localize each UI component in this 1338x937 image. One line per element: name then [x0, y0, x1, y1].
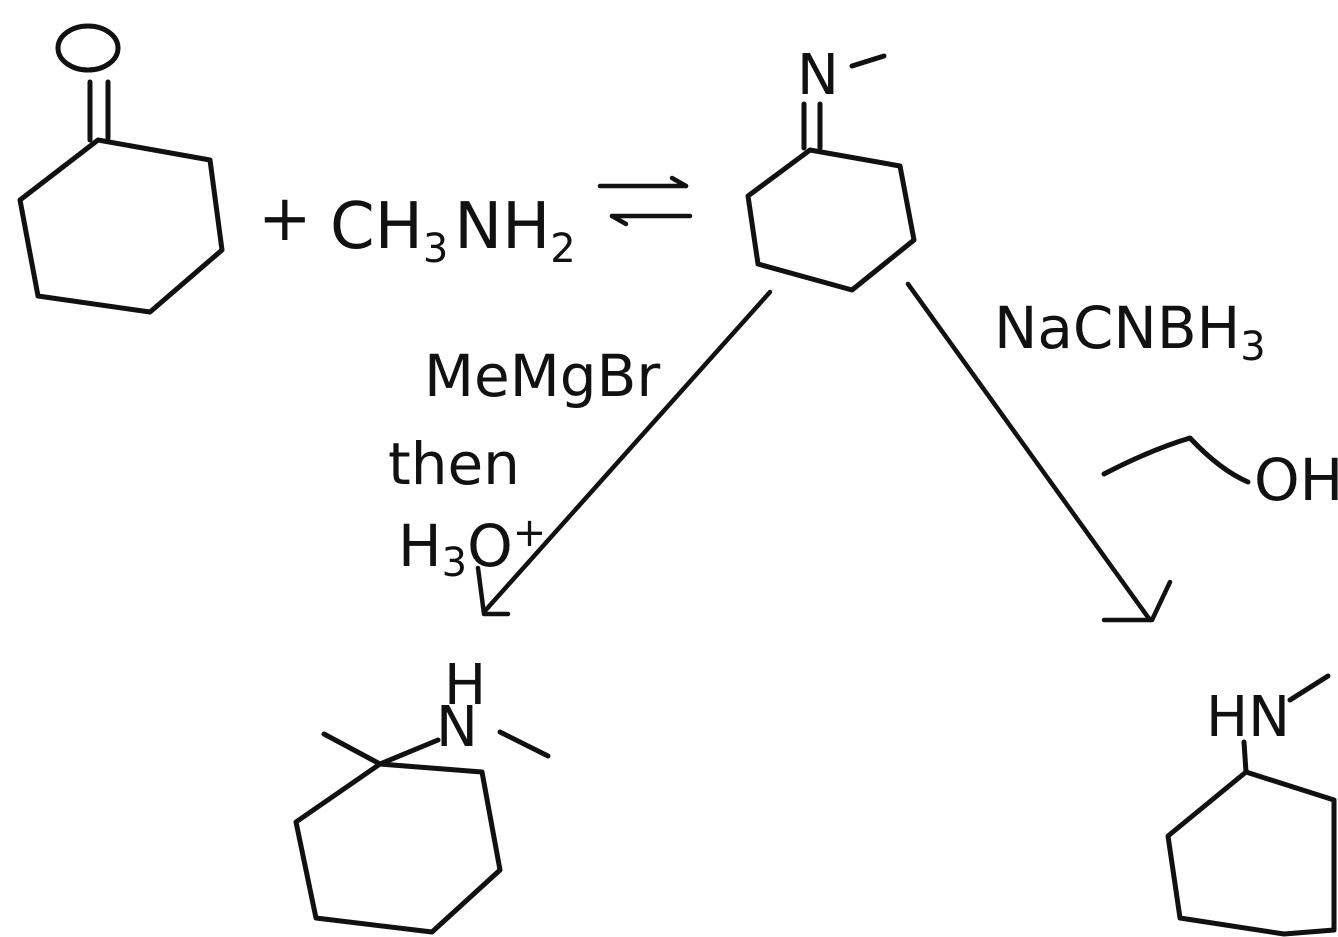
right-product-hn: HN	[1206, 685, 1290, 750]
grignard-workup: H3O+	[398, 510, 546, 586]
right-product-n-methyl	[1287, 673, 1331, 703]
tertiary-alkyl-amine-product: H N	[293, 653, 551, 935]
reducing-agent: NaCNBH3	[994, 294, 1266, 370]
imine-nitrogen: N	[797, 43, 839, 108]
grignard-path: MeMgBr then H3O+	[388, 289, 773, 617]
imine-ring	[745, 147, 917, 293]
carbonyl-oxygen-ring	[55, 23, 121, 73]
equilibrium-arrows	[597, 175, 693, 227]
plus-sign: +	[258, 182, 312, 256]
ethanol-skeleton	[1101, 435, 1251, 485]
reduction-path: NaCNBH3 OH	[905, 281, 1338, 623]
right-product-ring	[1165, 769, 1337, 937]
left-product-n-methyl	[497, 729, 551, 759]
grignard-then: then	[388, 430, 520, 498]
left-product-n: N	[436, 695, 478, 760]
left-product-methyl	[321, 731, 383, 767]
imine-n-methyl	[849, 53, 887, 69]
left-product-c-n	[377, 737, 441, 767]
methylamine-formula: CH3NH2	[330, 190, 576, 272]
methylamine-reagent: + CH3NH2	[258, 182, 576, 272]
grignard-reagent: MeMgBr	[424, 342, 660, 410]
grignard-arrow	[481, 289, 773, 615]
reduction-arrow	[905, 281, 1153, 623]
cyclohexanone: O	[17, 23, 225, 315]
left-product-h: H	[444, 653, 486, 718]
cyclohexanone-ring	[17, 137, 225, 315]
ethanol-oh: OH	[1254, 446, 1338, 514]
left-product-ring	[293, 761, 503, 935]
secondary-amine-product: HN	[1165, 673, 1337, 937]
imine: N	[745, 43, 917, 293]
right-product-c-n	[1241, 739, 1249, 775]
